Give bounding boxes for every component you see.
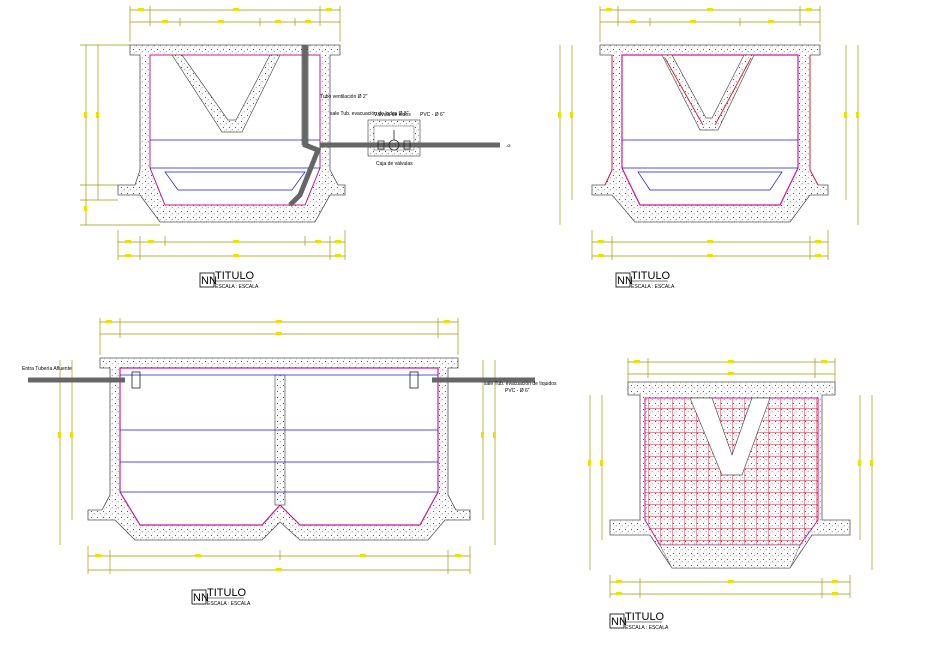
tag-label: NN xyxy=(617,275,633,287)
dimension-lines-bottom xyxy=(117,230,346,260)
drawing-top-right: NN TITULO ESCALA : ESCALA xyxy=(558,6,859,290)
dimension-lines-bottom xyxy=(609,575,851,598)
drawing-title: TITULO xyxy=(625,611,665,623)
dimension-marks-bottom xyxy=(616,580,838,595)
sludge-zone xyxy=(637,171,783,191)
note-outlet: sale Tub. evacuación de líquidos xyxy=(484,381,557,387)
dimension-marks-top xyxy=(606,8,812,23)
tag-label: NN xyxy=(201,275,217,287)
title-block: NN TITULO ESCALA : ESCALA xyxy=(609,611,669,631)
center-divider-wall xyxy=(274,374,286,506)
tag-label: NN xyxy=(611,616,627,628)
sludge-pipe xyxy=(288,45,322,207)
sludge-zone xyxy=(164,171,306,191)
drawing-bottom-left: Entra Tubería Afluente sale Tub. evacuac… xyxy=(22,318,557,607)
tag-box xyxy=(191,589,207,605)
valve-icon xyxy=(377,130,411,151)
dimension-marks-top xyxy=(106,320,450,335)
baffle-v-wall xyxy=(661,54,755,131)
tank-wall-outline xyxy=(117,44,346,223)
dimension-marks-left xyxy=(84,112,99,211)
drawing-top-left: -Ø Tubo ventilación Ø 2" sale Tub. evacu… xyxy=(80,6,510,290)
dimension-marks-top xyxy=(634,360,827,375)
note-pipe-evac: sale Tub. evacuación de lodos Ø 3" xyxy=(330,111,409,117)
note-valve: Válvula de lodos xyxy=(374,112,411,118)
note-chamber: Caja de válvulas xyxy=(376,161,413,167)
water-levels xyxy=(622,139,798,169)
dimension-marks-bottom xyxy=(598,240,821,257)
drawing-title: TITULO xyxy=(215,270,255,282)
scale-label: ESCALA : ESCALA xyxy=(631,284,675,290)
scale-label: ESCALA : ESCALA xyxy=(215,284,259,290)
drawing-bottom-right: NN TITULO ESCALA : ESCALA xyxy=(588,358,873,631)
scale-label: ESCALA : ESCALA xyxy=(207,601,251,607)
baffle-rebar xyxy=(664,57,752,126)
tag-box xyxy=(199,272,215,288)
dimension-lines-top xyxy=(129,6,341,42)
dimension-marks-bottom xyxy=(95,554,461,571)
note-pipe-out: PVC - Ø 6" xyxy=(420,112,445,118)
dimension-marks-sides xyxy=(58,432,496,438)
drawing-title: TITULO xyxy=(631,270,671,282)
baffle-v-wall xyxy=(171,54,281,133)
dimension-lines-sides xyxy=(559,45,859,225)
scale-label: ESCALA : ESCALA xyxy=(625,625,669,631)
dimension-lines-top xyxy=(99,318,459,355)
dimension-marks-top xyxy=(138,8,332,23)
dimension-lines-sides xyxy=(589,395,873,570)
water-levels xyxy=(120,374,438,493)
water-levels xyxy=(150,139,320,169)
tag-label: NN xyxy=(193,592,209,604)
rebar-outer xyxy=(604,55,819,186)
dimension-lines-left xyxy=(80,44,160,226)
dimension-lines-top xyxy=(599,6,821,42)
pipe-end-mark: -Ø xyxy=(506,143,510,148)
sludge-pipe-edge xyxy=(301,45,309,145)
tag-box xyxy=(609,613,625,629)
dimension-lines-sides xyxy=(59,360,496,545)
title-block: NN TITULO ESCALA : ESCALA xyxy=(615,270,675,290)
pipe-fittings xyxy=(131,371,419,389)
note-inlet: Entra Tubería Afluente xyxy=(22,366,72,372)
drawing-title: TITULO xyxy=(207,587,247,599)
note-pipe-vent: Tubo ventilación Ø 2" xyxy=(320,94,368,100)
tag-box xyxy=(615,272,631,288)
tank-wall-outline xyxy=(591,44,829,223)
dimension-marks-bottom xyxy=(125,240,341,257)
dimension-marks-sides xyxy=(558,112,859,118)
note-outlet-diameter: PVC - Ø 6" xyxy=(505,388,530,394)
baffle-v-opening xyxy=(689,397,771,476)
title-block: NN TITULO ESCALA : ESCALA xyxy=(191,587,251,607)
base-slab xyxy=(659,544,801,569)
title-block: NN TITULO ESCALA : ESCALA xyxy=(199,270,259,290)
dimension-lines-bottom xyxy=(87,546,471,574)
dimension-marks-sides xyxy=(588,460,873,466)
